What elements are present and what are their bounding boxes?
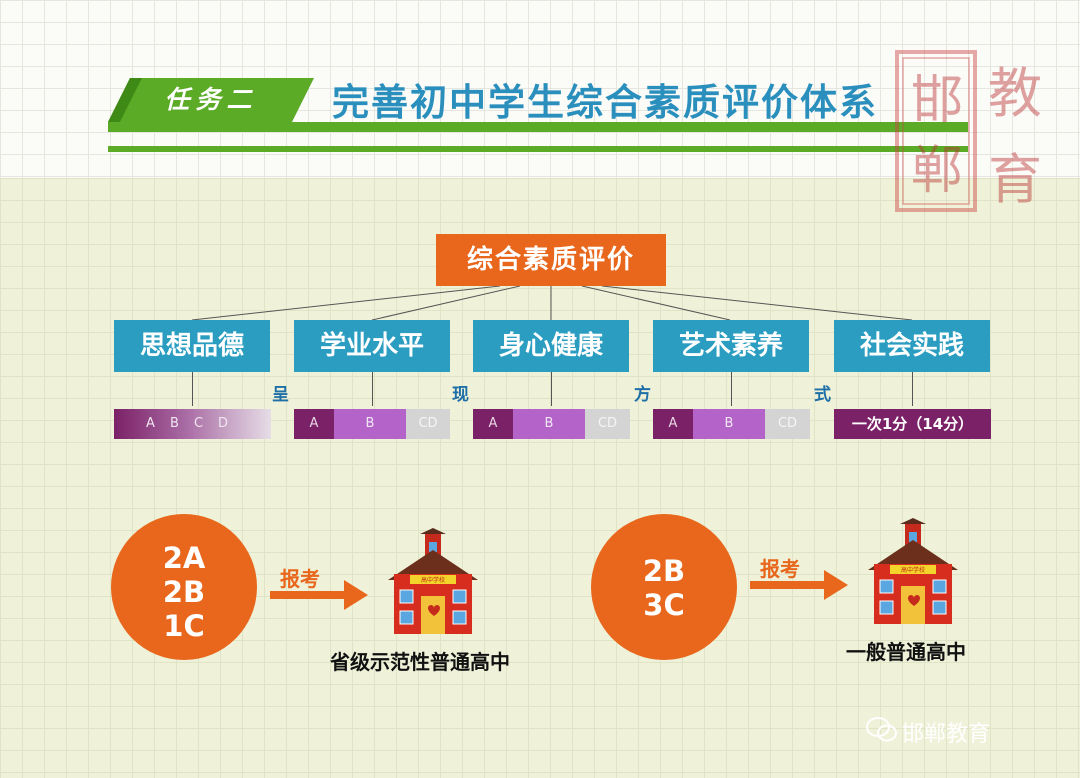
connector-line [551,372,552,406]
grade-label: A [146,416,155,431]
connector-line [372,372,373,406]
grade-combo: 3C [643,588,685,622]
category-practice: 社会实践 [834,320,990,372]
school-sign: 高中学校 [901,566,925,574]
grade-bar-moral: A B C D [114,409,271,439]
category-moral: 思想品德 [114,320,270,372]
grade-combo: 1C [163,609,205,643]
presentation-char: 式 [814,385,831,405]
grade-circle-2: 2B 3C [591,514,737,660]
grade-combo: 2B [162,575,206,609]
category-art: 艺术素养 [653,320,809,372]
category-health: 身心健康 [473,320,629,372]
task-tag: 任务二 [108,78,314,122]
grade-cd: CD [406,409,450,439]
connector-line [731,372,732,406]
arrow-icon [750,570,848,600]
school-house-icon: 高中学校 [868,518,958,624]
connector-line [912,372,913,406]
grade-cd: CD [765,409,810,439]
grade-b: B [513,409,585,439]
presentation-char: 呈 [272,385,289,405]
school-sign: 高中学校 [421,576,445,584]
grade-practice: 一次1分（14分） [834,409,991,439]
grade-label: D [218,416,229,431]
school-house-icon: 高中学校 [388,528,478,634]
presentation-char: 现 [452,385,469,405]
presentation-char: 方 [634,385,651,405]
arrow-icon [270,580,368,610]
arrow-label: 报考 [760,557,800,581]
page-title: 完善初中学生综合素质评价体系 [332,81,878,124]
grade-b: B [693,409,765,439]
root-node: 综合素质评价 [436,234,666,286]
grade-b: B [334,409,406,439]
grade-cd: CD [585,409,630,439]
grade-label: C [194,416,204,431]
grade-combo: 2A [162,541,206,575]
svg-text:育: 育 [988,148,1042,211]
watermark: 邯郸教育 [902,722,991,747]
task-label: 任务二 [164,85,258,114]
wechat-icon [866,717,897,742]
seal-stamp: 邯 郸 教 育 [895,50,1042,212]
grade-label: B [170,416,179,431]
svg-text:郸: 郸 [911,141,963,201]
svg-text:邯: 邯 [911,71,963,131]
grade-a: A [473,409,513,439]
connector-line [192,372,193,406]
school-name: 省级示范性普通高中 [330,650,510,674]
grade-a: A [294,409,334,439]
title-underline-thin [108,146,968,152]
svg-text:教: 教 [988,62,1042,125]
grade-circle-1: 2A 2B 1C [111,514,257,660]
category-academic: 学业水平 [294,320,450,372]
school-name: 一般普通高中 [846,640,966,664]
arrow-label: 报考 [280,567,320,591]
title-underline [108,122,968,132]
grade-combo: 2B [642,554,686,588]
grade-a: A [653,409,693,439]
